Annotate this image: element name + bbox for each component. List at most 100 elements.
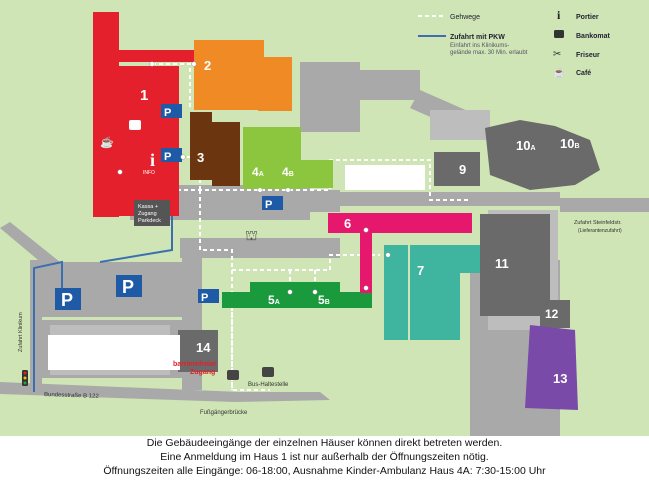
road-left bbox=[30, 260, 42, 390]
house-10[interactable] bbox=[485, 120, 600, 190]
parking-sign-1: P bbox=[161, 104, 182, 119]
house-14[interactable] bbox=[178, 330, 218, 372]
entrance-dots bbox=[117, 61, 391, 295]
kasse-line-1: Kassa + bbox=[138, 204, 158, 210]
parking-sign-2-label: P bbox=[164, 151, 171, 163]
building-6-label: 6 bbox=[344, 216, 351, 231]
house-13[interactable] bbox=[525, 325, 578, 410]
kasse-box: Kassa + Zugang Parkdeck bbox=[134, 200, 170, 226]
building-13-label: 13 bbox=[553, 371, 567, 386]
parking-sign-1-label: P bbox=[164, 107, 171, 119]
area-top-right bbox=[430, 110, 490, 140]
legend-porter-label: Portier bbox=[576, 14, 599, 21]
building-5a-num: 5 bbox=[268, 293, 275, 307]
building-4a-label: 4A bbox=[252, 165, 264, 179]
legend: Gehwege Zufahrt mit PKW Einfahrt ins Kli… bbox=[418, 8, 611, 79]
building-4a-sub: A bbox=[259, 171, 264, 178]
building-3-label: 3 bbox=[197, 150, 204, 165]
legend-car-access-label: Zufahrt mit PKW bbox=[450, 34, 505, 41]
legend-car-access-note-2: gelände max. 30 Min. erlaubt bbox=[450, 50, 528, 56]
parking-sign-big-1: P bbox=[55, 288, 81, 310]
house-7[interactable] bbox=[384, 245, 483, 340]
zufahrt-klinikum-label: Zufahrt Klinikum bbox=[18, 312, 24, 352]
building-5b-sub: B bbox=[325, 299, 330, 306]
house-3[interactable] bbox=[190, 112, 240, 186]
road-b122 bbox=[0, 382, 330, 402]
parking-sign-4: P bbox=[198, 289, 219, 304]
legend-atm-icon bbox=[554, 30, 564, 38]
building-10b-label: 10B bbox=[560, 136, 580, 151]
kasse-line-3: Parkdeck bbox=[138, 218, 161, 224]
parking-deck-roof bbox=[48, 335, 180, 370]
house-2[interactable] bbox=[194, 40, 292, 111]
house-4[interactable] bbox=[243, 127, 333, 189]
parking-sign-3-label: P bbox=[265, 199, 272, 211]
legend-porter-icon: i bbox=[557, 8, 561, 22]
house-11[interactable] bbox=[480, 214, 550, 316]
bus-stop-label: Bus-Haltestelle bbox=[248, 382, 289, 388]
parking-sign-3: P bbox=[262, 196, 283, 211]
bus-stop-icon bbox=[227, 367, 274, 380]
footer-line-2: Eine Anmeldung im Haus 1 ist nur außerha… bbox=[160, 451, 489, 463]
legend-cafe-label: Café bbox=[576, 70, 591, 77]
playground-icon: ⛫ bbox=[245, 227, 258, 243]
building-10b-num: 10 bbox=[560, 136, 574, 151]
road-top-horizontal bbox=[300, 62, 360, 132]
lieferanten-label: (Lieferantenzufahrt) bbox=[578, 228, 622, 234]
walkway-2 bbox=[152, 63, 191, 110]
legend-cafe-icon: ☕ bbox=[553, 66, 565, 79]
building-2-label: 2 bbox=[204, 58, 211, 73]
footer-line-1: Die Gebäudeeingänge der einzelnen Häuser… bbox=[146, 437, 503, 449]
parking-sign-big-1-label: P bbox=[61, 290, 73, 310]
road-right-steinfeld bbox=[560, 198, 649, 212]
zufahrt-steinfeld-label: Zufahrt Steinfeldstr. bbox=[574, 220, 622, 226]
parking-sign-big-2-label: P bbox=[122, 277, 134, 297]
building-5b-label: 5B bbox=[318, 293, 330, 307]
parking-sign-2: P bbox=[161, 148, 182, 163]
barrier-free-line-2: Zugang bbox=[190, 369, 215, 376]
building-4b-num: 4 bbox=[282, 165, 289, 179]
building-10a-sub: A bbox=[530, 145, 535, 152]
building-7-label: 7 bbox=[417, 263, 424, 278]
traffic-light-icon bbox=[22, 370, 28, 386]
building-4b-label: 4B bbox=[282, 165, 294, 179]
building-5b-num: 5 bbox=[318, 293, 325, 307]
building-10a-label: 10A bbox=[516, 138, 536, 153]
barrier-free-line-1: barrierefreier bbox=[173, 361, 217, 368]
house-1[interactable] bbox=[93, 12, 199, 217]
building-5a-label: 5A bbox=[268, 293, 280, 307]
house-12[interactable] bbox=[540, 300, 570, 328]
road-left-diag bbox=[0, 222, 60, 270]
legend-walkway-label: Gehwege bbox=[450, 14, 480, 21]
walkway-5 bbox=[232, 254, 380, 271]
info-icon: i bbox=[150, 150, 155, 170]
legend-car-access-note-1: Einfahrt ins Klinikums- bbox=[450, 43, 509, 49]
house-9[interactable] bbox=[434, 152, 480, 186]
building-14-label: 14 bbox=[196, 340, 211, 355]
road-lower-center bbox=[180, 238, 340, 258]
walkway-8 bbox=[231, 300, 270, 391]
parking-sign-big-2: P bbox=[116, 275, 142, 297]
legend-hairdresser-icon: ✂ bbox=[553, 49, 561, 60]
building-5a-sub: A bbox=[275, 299, 280, 306]
kasse-line-2: Zugang bbox=[138, 211, 157, 217]
footbridge-label: Fußgängerbrücke bbox=[200, 410, 248, 416]
building-4a-num: 4 bbox=[252, 165, 259, 179]
building-9-label: 9 bbox=[459, 162, 466, 177]
footer-line-3: Öffnungszeiten alle Eingänge: 06-18:00, … bbox=[103, 465, 546, 477]
building-4b-sub: B bbox=[289, 171, 294, 178]
campus-map: 1 2 3 4A 4B 5A 5B 6 7 9 10A 10B 11 12 13… bbox=[0, 0, 649, 436]
cafe-icon: ☕ bbox=[100, 135, 114, 149]
building-1-label: 1 bbox=[140, 87, 148, 104]
car-access-line-1 bbox=[33, 260, 63, 392]
house-6[interactable] bbox=[328, 213, 472, 293]
parking-sign-4-label: P bbox=[201, 292, 208, 304]
info-label: INFO bbox=[143, 170, 155, 176]
legend-atm-label: Bankomat bbox=[576, 33, 611, 40]
building-10a-num: 10 bbox=[516, 138, 530, 153]
white-building bbox=[345, 165, 425, 190]
walkway-4 bbox=[199, 190, 233, 390]
road-b122-label: Bundesstraße B 122 bbox=[44, 392, 100, 400]
building-11-label: 11 bbox=[495, 256, 509, 271]
